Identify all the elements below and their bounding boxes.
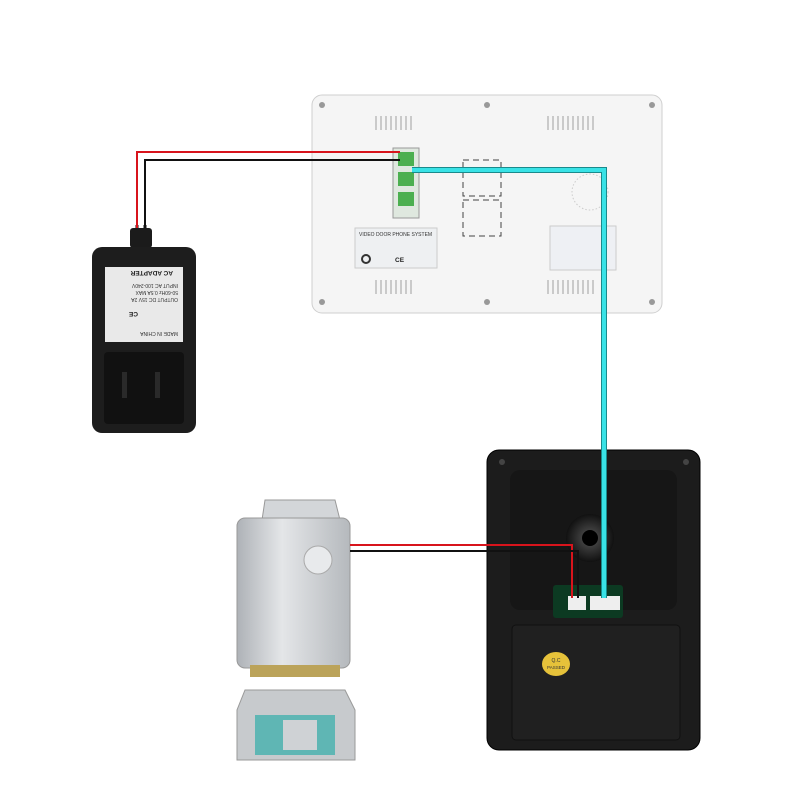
indoor-monitor: VIDEO DOOR PHONE SYSTEM CE (311, 94, 663, 314)
ce-mark: CE (395, 257, 405, 264)
qc-line2: PASSED (547, 665, 566, 670)
qc-sticker (542, 652, 570, 676)
lock-red-wire (350, 544, 573, 598)
outdoor-camera: Q.C PASSED (486, 449, 701, 751)
ac-adapter: MADE IN CHINA CE OUTPUT DC 15V 2A 50-60H… (92, 225, 196, 433)
adapter-input: INPUT AC 100-240V (131, 282, 178, 288)
speaker-grille (571, 173, 609, 211)
qc-line1: Q.C (552, 658, 561, 664)
black-power-wire (144, 159, 400, 228)
adapter-output: OUTPUT DC 15V 2A (130, 296, 178, 302)
red-power-wire (136, 151, 400, 228)
adapter-ce: CE (128, 310, 138, 317)
cyan-signal-wire (412, 168, 606, 598)
adapter-label: MADE IN CHINA CE OUTPUT DC 15V 2A 50-60H… (105, 267, 183, 342)
adapter-made-in: MADE IN CHINA (140, 330, 178, 336)
terminal-block (392, 147, 420, 219)
lock-black-wire (350, 550, 579, 598)
lock-key-cylinder (303, 545, 333, 575)
adapter-title: AC ADAPTER (130, 269, 173, 276)
monitor-label-title: VIDEO DOOR PHONE SYSTEM (359, 232, 432, 238)
electric-lock (236, 499, 351, 677)
monitor-label: VIDEO DOOR PHONE SYSTEM CE (354, 227, 438, 269)
adapter-freq: 50-60Hz 0.5A MAX (135, 289, 178, 295)
plug-recess (104, 352, 184, 424)
strike-plate (236, 689, 356, 761)
vent-grille (375, 116, 594, 294)
